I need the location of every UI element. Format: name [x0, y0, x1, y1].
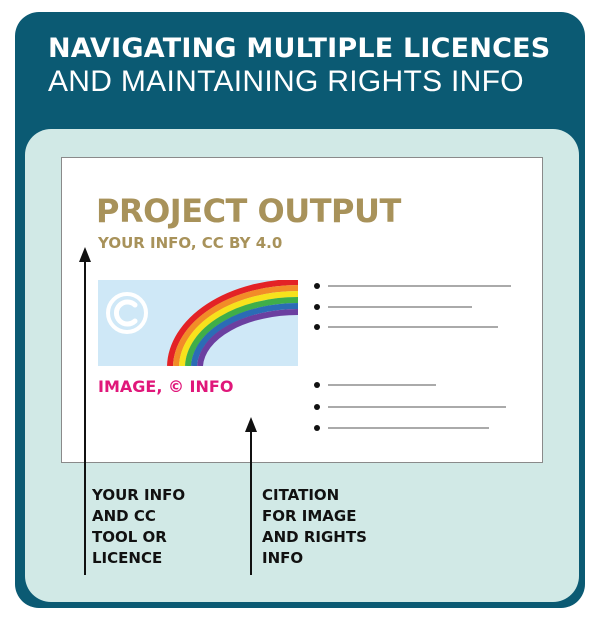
- note-your-info: YOUR INFO AND CC TOOL OR LICENCE: [92, 485, 222, 569]
- bullet-dot: [314, 324, 320, 330]
- image-caption: IMAGE, © INFO: [98, 377, 234, 396]
- bullet-dot: [314, 283, 320, 289]
- copyright-icon: [106, 292, 148, 334]
- arrow-right-icon: [245, 417, 257, 575]
- image-placeholder: [98, 280, 298, 366]
- project-output-title: PROJECT OUTPUT: [96, 192, 401, 230]
- note-line: LICENCE: [92, 549, 163, 567]
- note-line: CITATION: [262, 486, 340, 504]
- note-line: TOOL OR: [92, 528, 167, 546]
- title-line-1: NAVIGATING MULTIPLE LICENCES: [48, 33, 551, 64]
- note-line: INFO: [262, 549, 304, 567]
- header-title: NAVIGATING MULTIPLE LICENCES AND MAINTAI…: [48, 32, 550, 99]
- bullet-group-2: [314, 382, 506, 431]
- note-line: YOUR INFO: [92, 486, 186, 504]
- bullet-dot: [314, 304, 320, 310]
- rainbow-icon: [167, 280, 298, 366]
- note-line: FOR IMAGE: [262, 507, 357, 525]
- note-citation: CITATION FOR IMAGE AND RIGHTS INFO: [262, 485, 412, 569]
- bullet-dot: [314, 425, 320, 431]
- bullet-dot: [314, 382, 320, 388]
- title-line-2: AND MAINTAINING RIGHTS INFO: [48, 65, 524, 98]
- note-line: AND CC: [92, 507, 156, 525]
- arrow-left-icon: [79, 247, 91, 575]
- note-line: AND RIGHTS: [262, 528, 367, 546]
- project-licence-subtitle: YOUR INFO, CC BY 4.0: [98, 234, 283, 252]
- bullet-dot: [314, 404, 320, 410]
- bullet-group-1: [314, 283, 511, 330]
